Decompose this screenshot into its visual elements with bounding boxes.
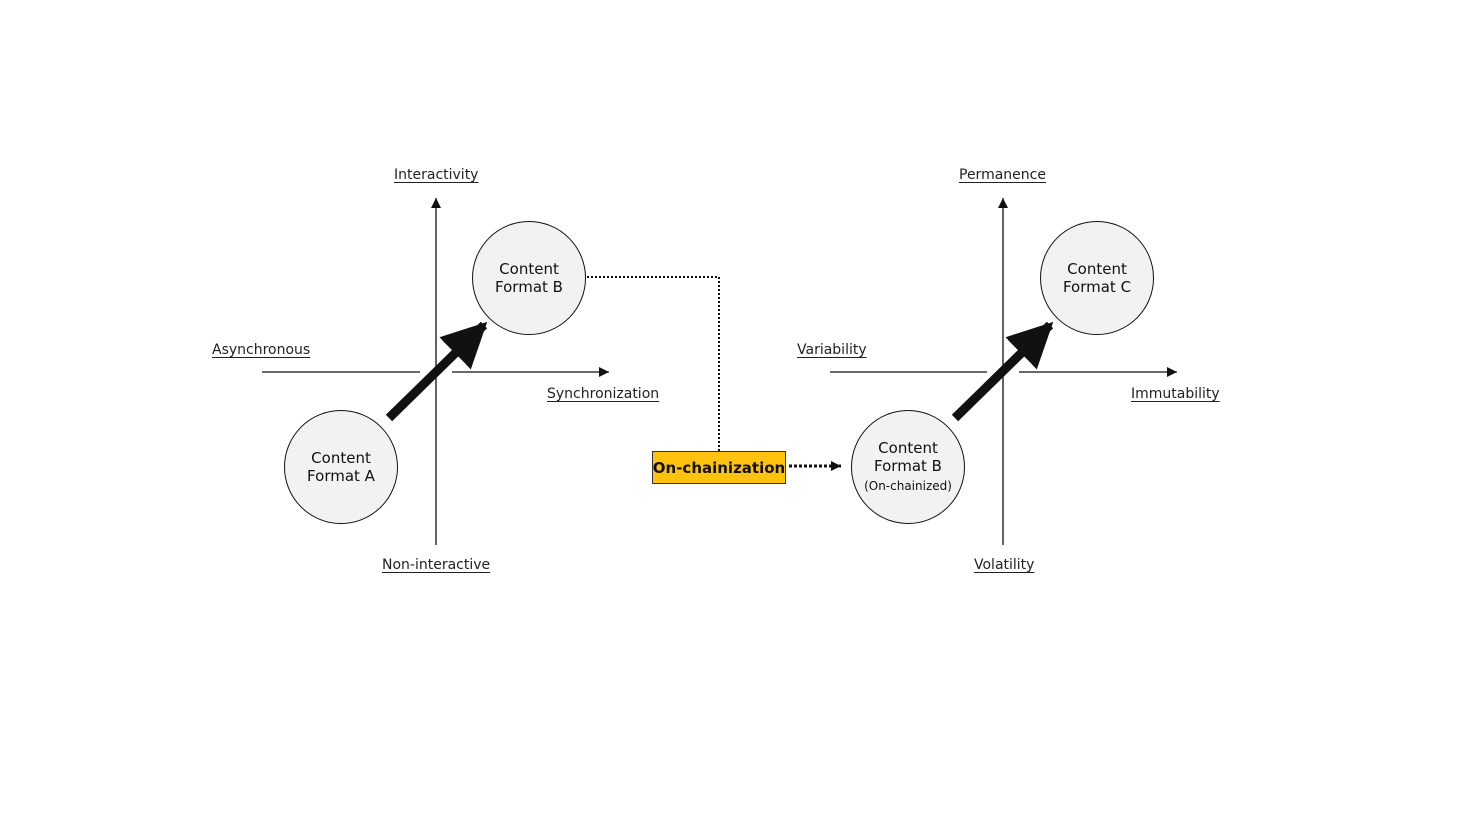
- content-format-a-node: Content Format A: [284, 410, 398, 524]
- right-axis-left-label: Variability: [797, 342, 867, 358]
- node-label-line1: Content: [1067, 260, 1127, 278]
- left-axis-top-label: Interactivity: [394, 167, 479, 183]
- left-axis-bottom-label: Non-interactive: [382, 557, 491, 573]
- content-format-c-node: Content Format C: [1040, 221, 1154, 335]
- node-label-line2: Format B: [874, 457, 942, 475]
- right-axis-top-label: Permanence: [959, 167, 1046, 183]
- node-label-line1: Content: [499, 260, 559, 278]
- right-axis-right-label: Immutability: [1131, 386, 1220, 402]
- content-format-b-node: Content Format B: [472, 221, 586, 335]
- left-axis-left-label: Asynchronous: [212, 342, 311, 358]
- left-axis-right-label: Synchronization: [547, 386, 660, 402]
- node-label-line2: Format B: [495, 278, 563, 296]
- onchainization-process-box: On-chainization: [652, 451, 786, 484]
- content-format-b-onchainized-node: Content Format B (On-chainized): [851, 410, 965, 524]
- node-label-line1: Content: [311, 449, 371, 467]
- node-label-line2: Format C: [1062, 278, 1132, 296]
- node-label-line1: Content: [878, 439, 938, 457]
- right-transition-arrow: [951, 321, 1054, 422]
- node-label-line2: Format A: [307, 467, 375, 485]
- dotted-connector-to-process: [587, 276, 720, 452]
- left-transition-arrow: [385, 321, 488, 422]
- right-axis-bottom-label: Volatility: [974, 557, 1035, 573]
- node-label-line3: (On-chainized): [864, 479, 952, 493]
